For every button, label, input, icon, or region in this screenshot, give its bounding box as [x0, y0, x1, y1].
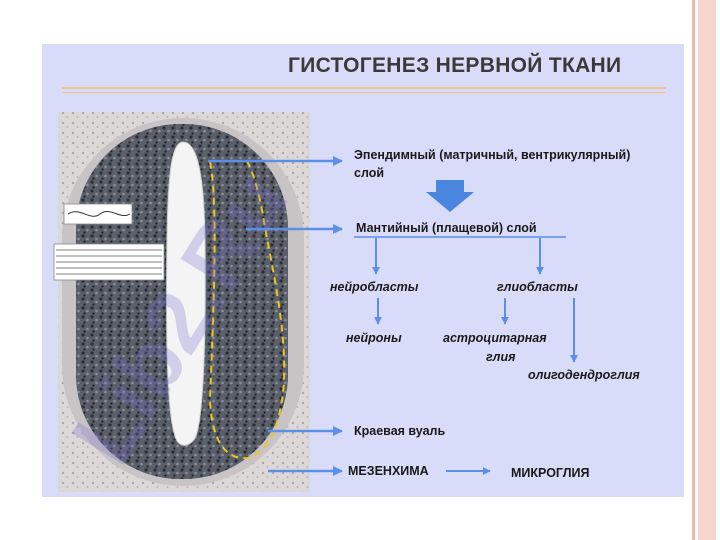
label-astrocytic-line2: глия	[486, 350, 516, 364]
label-microglia: МИКРОГЛИЯ	[511, 466, 590, 480]
label-neurons: нейроны	[346, 331, 402, 345]
slide-right-border	[684, 0, 720, 540]
block-arrow-down	[426, 180, 474, 212]
neural-tube-histology-image	[53, 112, 310, 492]
label-mesenchyme: МЕЗЕНХИМА	[348, 464, 429, 478]
slide-title: ГИСТОГЕНЕЗ НЕРВНОЙ ТКАНИ	[288, 54, 622, 77]
title-underline	[62, 87, 666, 89]
label-astrocytic-line1: астроцитарная	[443, 331, 547, 345]
label-oligodendroglia: олигодендроглия	[528, 368, 640, 382]
label-ependymal-line2: слой	[354, 166, 385, 180]
label-ependymal-line1: Эпендимный (матричный, вентрикулярный)	[354, 148, 631, 162]
label-neuroblasts: нейробласты	[330, 280, 419, 294]
label-glioblasts: глиобласты	[497, 280, 578, 294]
label-marginal-veil: Краевая вуаль	[354, 424, 446, 438]
title-underline-thin	[62, 92, 666, 93]
label-mantle: Мантийный (плащевой) слой	[356, 221, 537, 235]
layer-schematic-inset	[53, 203, 165, 281]
